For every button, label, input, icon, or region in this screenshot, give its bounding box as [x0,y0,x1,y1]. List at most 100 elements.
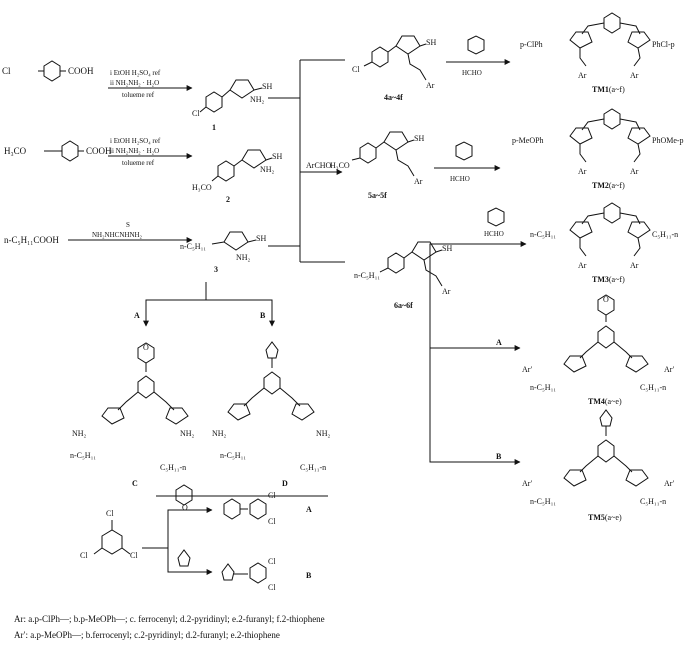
tm2-phomep: PhOMe-p [652,136,684,145]
pyrrolidine-reagent [177,549,191,567]
arrow-to-a [142,507,213,549]
tm2-ar-right: Ar [630,167,639,176]
tm5-ar-prime-right: Ar′ [664,479,675,488]
arrow-tm5 [429,348,521,465]
tm5-pentyl-left: n-C₅H₁₁ [530,497,557,506]
cond-1-line-3: tolueme ref [122,91,155,99]
c-pentyl-left: n-C₅H₁₁ [70,451,97,460]
thiocarbohydrazide-label: NH₂NHCNHNH₂ [92,231,142,239]
compound-3-structure [211,231,257,251]
tm5-ar-prime-left: Ar′ [522,479,533,488]
arrow-route-a [143,282,207,327]
c-nh2-right: NH₂ [180,429,195,438]
morpholine-reagent [175,484,193,506]
route-b-right-label: B [496,452,502,461]
d-pentyl-right: C₅H₁₁-n [300,463,327,472]
hexanoic-acid-label: n-C₅H₁₁COOH [4,235,59,245]
product-b-structure [221,562,267,584]
d-nh2-left: NH₂ [212,429,227,438]
compound-5-label: 5a~5f [368,191,387,200]
compound-c-structure [101,342,189,425]
tm4-ar-prime-left: Ar′ [522,365,533,374]
d-pentyl-left: n-C₅H₁₁ [220,451,247,460]
c-nh2-left: NH₂ [72,429,87,438]
archo-label: ArCHO [306,161,332,170]
p-chlorobenzoic-acid-structure [38,60,66,82]
compound-2-structure [211,149,273,182]
tm3-ar-right: Ar [630,261,639,270]
ar-on-4: Ar [426,81,435,90]
tm5-structure [563,409,649,487]
arrow-tm3 [429,241,527,280]
d-nh2-right: NH₂ [316,429,331,438]
compound-d-label: D [282,479,288,488]
compound-6-label: 6a~6f [394,301,413,310]
a-cl-top: Cl [268,491,276,500]
tm3-ar-left: Ar [578,261,587,270]
b-cl-top: Cl [268,557,276,566]
tm4-label: TM4(a~e) [588,397,622,406]
compound-2-label: 2 [226,195,230,204]
compound-3-label: 3 [214,265,218,274]
ar-legend: Ar: a.p-ClPh—; b.p-MeOPh—; c. ferrocenyl… [14,614,325,624]
compound-c-label: C [132,479,138,488]
tm1-pclph: p-ClPh [520,40,543,49]
tm2-pmeoph: p-MeOPh [512,136,544,145]
product-a-structure [223,498,267,520]
c-pentyl-right: C₅H₁₁-n [160,463,187,472]
compound-4-label: 4a~4f [384,93,403,102]
tm3-label: TM3(a~f) [592,275,625,284]
cc-cl-left: Cl [80,551,88,560]
hcho-3: HCHO [484,230,504,238]
tm4-pentyl-left: n-C₅H₁₁ [530,383,557,392]
tm5-pentyl-right: C₅H₁₁-n [640,497,667,506]
cooh-label-1: COOH [68,66,94,76]
tm4-structure [563,294,649,373]
piperazine-reagent-2 [455,141,473,161]
sh-on-6: SH [442,244,453,253]
arrow-to-b [167,548,213,575]
h3co-on-5: H₃CO [330,161,350,170]
tm1-phclp: PhCl-p [652,40,675,49]
cc-cl-top: Cl [106,509,114,518]
ar-prime-legend: Ar′: a.p-MeOPh—; b.ferrocenyl; c.2-pyrid… [14,630,280,640]
cyanuric-chloride-structure [93,520,131,555]
compound-d-structure [227,341,315,421]
b-cl-bottom: Cl [268,583,276,592]
thio-s-label: S [126,221,130,229]
cond-1-line-2: ii NH₂NH₂ · H₂O [110,79,160,87]
cond-2-line-3: tolueme ref [122,159,155,167]
route-a-right-label: A [496,338,502,347]
cl-label: Cl [2,66,11,76]
compound-1-structure [199,79,263,113]
cond-2-line-2: ii NH₂NH₂ · H₂O [110,147,160,155]
compound-6-structure [379,241,443,287]
product-a-label: A [306,505,312,514]
compound-5-structure [351,131,415,177]
tm1-ar-left: Ar [578,71,587,80]
cooh-label-2: COOH [86,146,112,156]
a-cl-bottom: Cl [268,517,276,526]
h3co-on-2: H₃CO [192,183,212,192]
tm2-structure [569,108,651,163]
tm3-structure [569,202,651,257]
piperazine-reagent-3 [487,207,505,227]
compound-1-label: 1 [212,123,216,132]
tm1-label: TM1(a~f) [592,85,625,94]
nh2-on-1: NH₂ [250,95,265,104]
compound-4-structure [363,35,427,81]
tm3-pentyl-left: n-C₅H₁₁ [530,230,557,239]
hcho-2: HCHO [450,175,470,183]
ar-on-5: Ar [414,177,423,186]
hcho-1: HCHO [462,69,482,77]
product-b-label: B [306,571,312,580]
route-b-left-label: B [260,311,266,320]
pentyl-on-6: n-C₅H₁₁ [354,271,381,280]
sh-on-2: SH [272,152,283,161]
sh-on-3: SH [256,234,267,243]
morpholine-o: O [182,503,188,512]
piperazine-reagent-1 [467,35,485,55]
tm4-ar-prime-right: Ar′ [664,365,675,374]
tm4-pentyl-right: C₅H₁₁-n [640,383,667,392]
